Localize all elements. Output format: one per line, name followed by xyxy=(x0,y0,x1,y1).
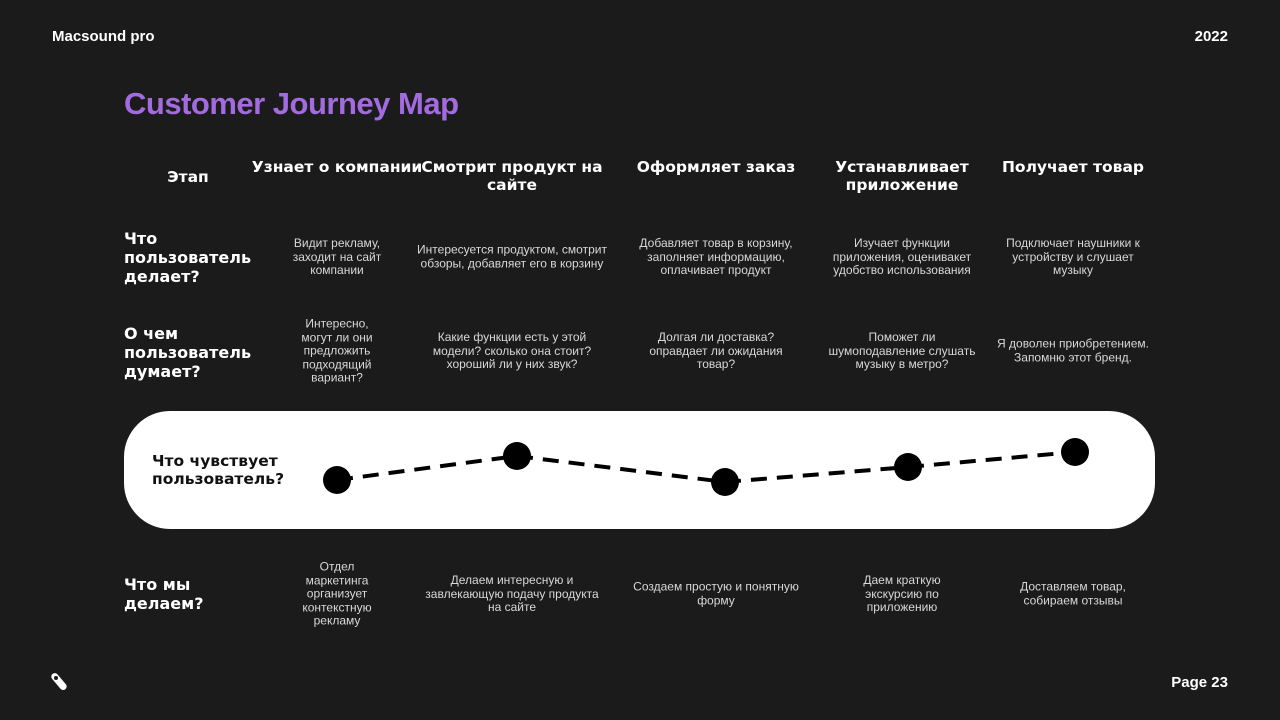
we-do-cell: Доставляем товар, собираем отзывы xyxy=(1020,579,1126,607)
thinks-cell: Интересно, могут ли они предложить подхо… xyxy=(301,316,373,385)
brand-name: Macsound pro xyxy=(52,28,155,45)
year: 2022 xyxy=(1194,28,1228,45)
stage-header-4: Устанавливает приложение xyxy=(835,158,969,194)
does-cell: Добавляет товар в корзину, заполняет инф… xyxy=(639,235,793,277)
emotion-line-segment xyxy=(724,465,909,484)
we-do-cell: Создаем простую и понятную форму xyxy=(633,579,799,607)
emotion-point xyxy=(503,442,531,470)
emotion-point xyxy=(1061,438,1089,466)
thinks-cell: Какие функции есть у этой модели? скольк… xyxy=(432,329,592,371)
does-cell: Интересуется продуктом, смотрит обзоры, … xyxy=(417,242,607,270)
row-label-thinks: О чем пользователь думает? xyxy=(124,324,252,381)
logo-icon xyxy=(51,673,67,691)
emotion-line-segment xyxy=(516,454,726,484)
does-cell: Видит рекламу, заходит на сайт компании xyxy=(292,235,382,277)
we-do-cell: Отдел маркетинга организует контекстную … xyxy=(302,559,372,628)
page-number: Page 23 xyxy=(1171,674,1228,691)
row-label-does: Что пользователь делает? xyxy=(124,229,252,286)
thinks-cell: Поможет ли шумоподавление слушать музыку… xyxy=(828,329,976,371)
row-label-we-do: Что мы делаем? xyxy=(124,575,204,613)
we-do-cell: Делаем интересную и завлекающую подачу п… xyxy=(425,572,599,614)
emotion-point xyxy=(894,453,922,481)
row-label-feels: Что чувствует пользователь? xyxy=(152,452,285,488)
does-cell: Подключает наушники к устройству и слуша… xyxy=(1006,235,1140,277)
emotion-line-segment xyxy=(907,450,1076,469)
emotion-card xyxy=(124,411,1155,529)
stage-header-5: Получает товар xyxy=(1001,158,1145,176)
thinks-cell: Долгая ли доставка? оправдает ли ожидани… xyxy=(649,329,783,371)
stage-header-3: Оформляет заказ xyxy=(636,158,796,176)
emotion-point xyxy=(323,466,351,494)
stage-header-2: Смотрит продукт на сайте xyxy=(421,158,603,194)
stage-header-1: Узнает о компании xyxy=(251,158,423,176)
thinks-cell: Я доволен приобретением. Запомню этот бр… xyxy=(997,336,1149,364)
stage-header: Этап xyxy=(167,168,209,186)
emotion-point xyxy=(711,468,739,496)
emotion-line-segment xyxy=(336,454,518,482)
we-do-cell: Даем краткую экскурсию по приложению xyxy=(863,572,941,614)
page-title: Customer Journey Map xyxy=(124,86,459,121)
does-cell: Изучает функции приложения, оценивакет у… xyxy=(832,235,972,277)
